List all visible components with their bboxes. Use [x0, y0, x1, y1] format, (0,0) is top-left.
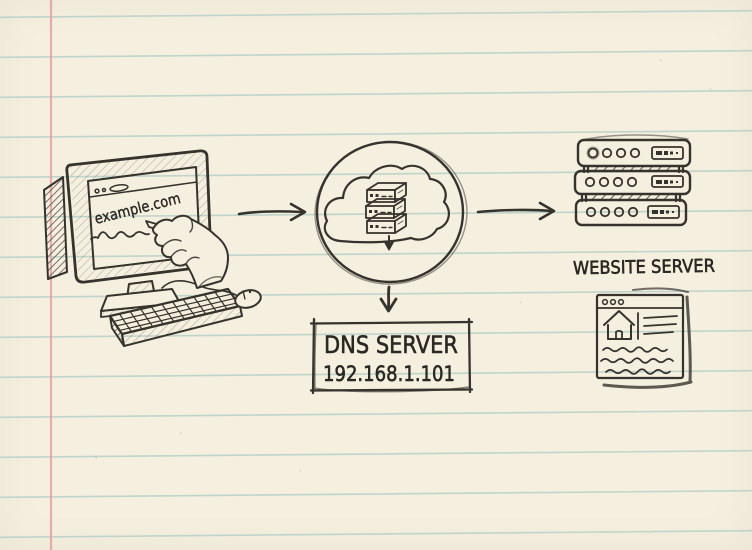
stack-down-arrow	[383, 235, 395, 251]
server-rack-sketch	[573, 134, 692, 227]
mouse-sketch	[161, 280, 262, 309]
hand-outline	[151, 214, 229, 289]
box-border-overdraw	[312, 323, 470, 393]
page-shadow	[602, 295, 693, 389]
rack-top-overdraw	[581, 134, 689, 141]
sleeve-line	[198, 276, 222, 288]
screen-browser-chrome	[89, 181, 198, 198]
box-border	[309, 317, 474, 395]
home-icon	[603, 310, 635, 340]
circle-outline-overdraw	[314, 141, 468, 285]
rack-unit	[573, 169, 692, 196]
server-stack-icon	[365, 182, 407, 234]
page-top-overdraw	[632, 287, 689, 293]
rack-unit	[576, 138, 692, 168]
page-titlebar-dots	[601, 298, 625, 306]
arrow-cloud-to-dns-box	[379, 285, 398, 313]
rack-gap-hatch	[591, 165, 672, 201]
dns-cloud-sketch	[314, 140, 468, 285]
page-frame	[595, 293, 685, 380]
page-text-lines	[643, 315, 678, 335]
dns-server-box: DNS SERVER 192.168.1.101	[309, 317, 474, 395]
arrow-cloud-to-rack	[476, 201, 556, 221]
dns-box-ip: 192.168.1.101	[323, 362, 455, 386]
dns-box-title: DNS SERVER	[324, 331, 458, 359]
rack-unit	[574, 198, 688, 227]
client-computer-sketch: example.com	[43, 149, 262, 347]
screen-squiggle	[90, 230, 150, 240]
hand-with-pen-sketch	[145, 214, 229, 289]
website-server-label: WEBSITE SERVER	[573, 256, 715, 279]
paper-speckles	[94, 59, 712, 473]
hand-creases	[162, 218, 200, 265]
mouse-cable	[161, 280, 237, 296]
cloud-icon	[323, 164, 450, 244]
ruled-lines	[0, 9, 752, 539]
rack-connectors	[580, 164, 685, 203]
monitor-rear-block	[43, 176, 68, 280]
page-wavy-lines	[600, 346, 674, 375]
webpage-sketch	[595, 287, 693, 389]
arrow-client-to-cloud	[237, 202, 307, 222]
